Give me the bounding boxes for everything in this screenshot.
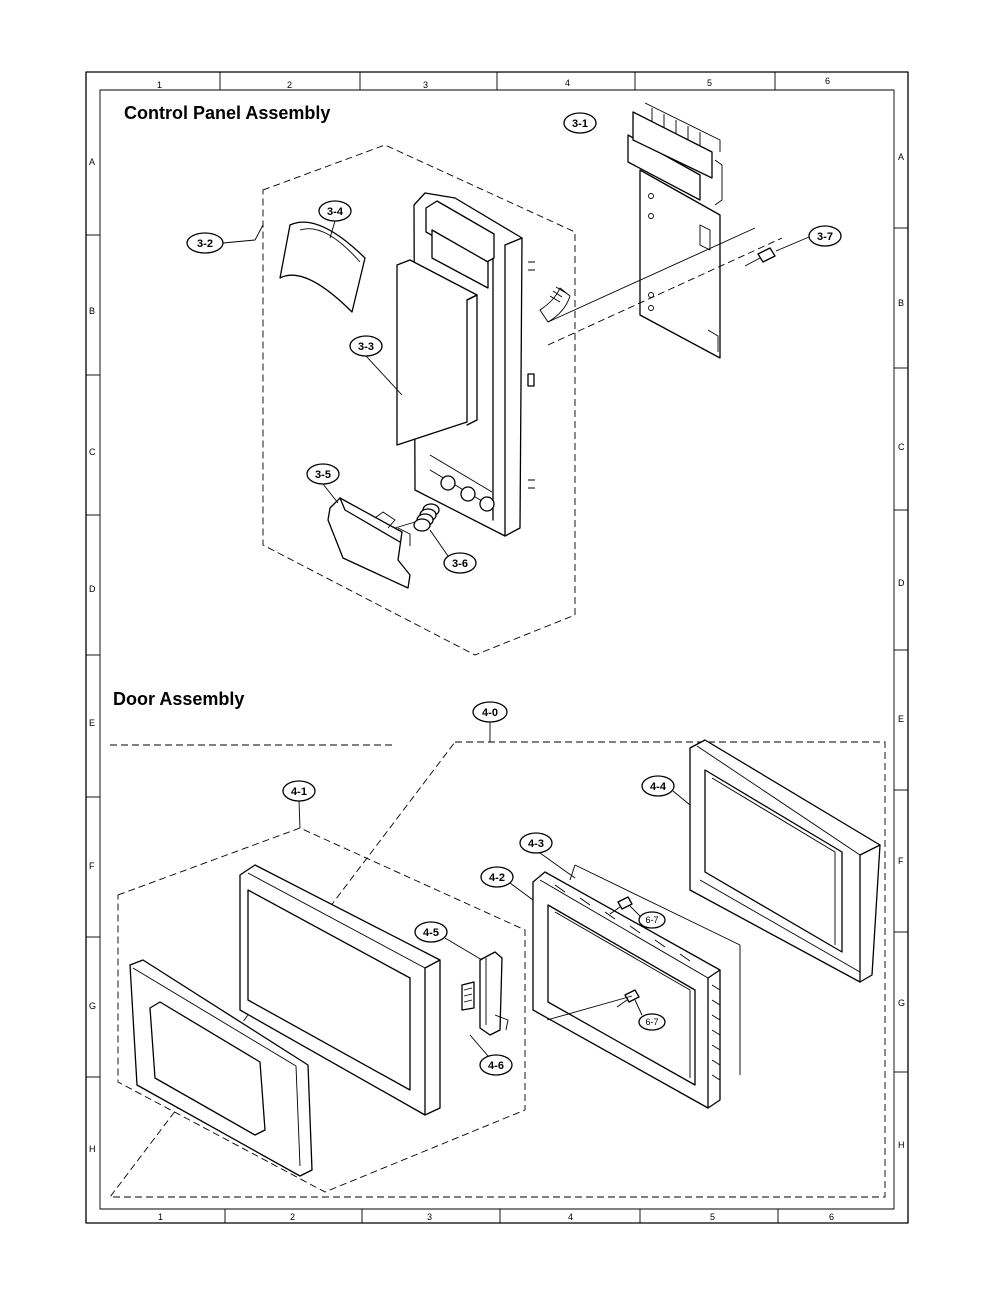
callout-label: 4-3 [528, 838, 544, 850]
grid-row-label: F [89, 861, 95, 871]
pcb-leader-line [547, 227, 756, 323]
callout-4-4: 4-4 [641, 775, 691, 806]
grid-col-label: 1 [157, 80, 162, 90]
release-spring [394, 503, 440, 532]
grid-row-label: E [898, 714, 904, 724]
pcb-leader-dashed [547, 237, 783, 346]
callout-3-6: 3-6 [429, 529, 477, 574]
display-window-film [279, 221, 366, 313]
membrane-keypad [396, 259, 571, 446]
callout-label: 4-2 [489, 872, 505, 884]
grid-col-label: 2 [287, 80, 292, 90]
grid-row-label: B [89, 306, 95, 316]
callout-label: 4-1 [291, 786, 307, 798]
grid-rows-left: A B C D E F G H [89, 157, 96, 1154]
grid-rows-right: A B C D E F G H [898, 152, 905, 1150]
callout-label: 4-5 [423, 927, 439, 939]
grid-col-label: 4 [565, 78, 570, 88]
grid-col-label: 1 [158, 1212, 163, 1222]
callout-3-1: 3-1 [563, 112, 597, 134]
grid-col-label: 6 [829, 1212, 834, 1222]
grid-columns-bottom: 1 2 3 4 5 6 [158, 1212, 834, 1222]
callout-label: 4-4 [650, 781, 667, 793]
section-title-control-panel: Control Panel Assembly [124, 103, 330, 123]
grid-row-label: A [89, 157, 95, 167]
section-title-door: Door Assembly [113, 689, 244, 709]
callout-3-2: 3-2 [186, 224, 264, 254]
grid-row-label: F [898, 856, 904, 866]
door-assembly-leader [546, 995, 633, 1021]
grid-row-label: A [898, 152, 904, 162]
door-choke-cover [129, 959, 313, 1177]
grid-col-label: 3 [423, 80, 428, 90]
callout-label: 3-4 [327, 206, 344, 218]
control-panel-group-outline [262, 144, 576, 656]
pcb-screw [744, 247, 776, 267]
callout-label: 3-5 [315, 469, 331, 481]
callout-label: 3-6 [452, 558, 468, 570]
callout-3-4: 3-4 [318, 200, 352, 239]
callout-4-1: 4-1 [282, 780, 316, 829]
callout-4-2: 4-2 [480, 866, 534, 901]
callout-label: 6-7 [645, 915, 658, 925]
grid-col-label: 2 [290, 1212, 295, 1222]
door-latch [461, 951, 509, 1036]
callout-4-3: 4-3 [519, 832, 576, 879]
grid-row-label: D [89, 584, 96, 594]
grid-row-label: H [89, 1144, 96, 1154]
grid-columns-top: 1 2 3 4 5 6 [157, 76, 830, 90]
grid-row-label: C [89, 447, 96, 457]
drawing-frame [85, 71, 909, 1224]
grid-row-label: B [898, 298, 904, 308]
grid-col-label: 6 [825, 76, 830, 86]
grid-row-label: D [898, 578, 905, 588]
callout-label: 3-1 [572, 118, 588, 130]
callout-label: 3-7 [817, 231, 833, 243]
callout-6-7-lower: 6-7 [634, 999, 666, 1031]
callout-4-5: 4-5 [414, 921, 483, 961]
grid-row-label: G [89, 1001, 96, 1011]
grid-row-label: C [898, 442, 905, 452]
door-choke-strip [569, 864, 741, 1075]
callout-4-0: 4-0 [472, 701, 508, 742]
callout-label: 3-2 [197, 238, 213, 250]
callout-label: 4-0 [482, 707, 498, 719]
grid-col-label: 3 [427, 1212, 432, 1222]
door-frame [239, 864, 441, 1116]
door-release-button [327, 497, 411, 589]
grid-col-label: 4 [568, 1212, 573, 1222]
grid-row-label: G [898, 998, 905, 1008]
grid-col-label: 5 [707, 78, 712, 88]
callout-4-6: 4-6 [469, 1034, 513, 1076]
door-inner-frame [532, 871, 721, 1109]
callout-label: 4-6 [488, 1060, 504, 1072]
callout-label: 3-3 [358, 341, 374, 353]
callout-3-5: 3-5 [306, 463, 340, 504]
callout-3-7: 3-7 [775, 225, 842, 252]
grid-row-label: H [898, 1140, 905, 1150]
callout-label: 6-7 [645, 1017, 658, 1027]
door-seal-frame [689, 739, 881, 983]
callout-6-7-upper: 6-7 [629, 905, 666, 929]
control-pcb [627, 102, 723, 359]
grid-col-label: 5 [710, 1212, 715, 1222]
door-screw [609, 896, 633, 915]
callout-3-3: 3-3 [349, 335, 403, 396]
grid-row-label: E [89, 718, 95, 728]
